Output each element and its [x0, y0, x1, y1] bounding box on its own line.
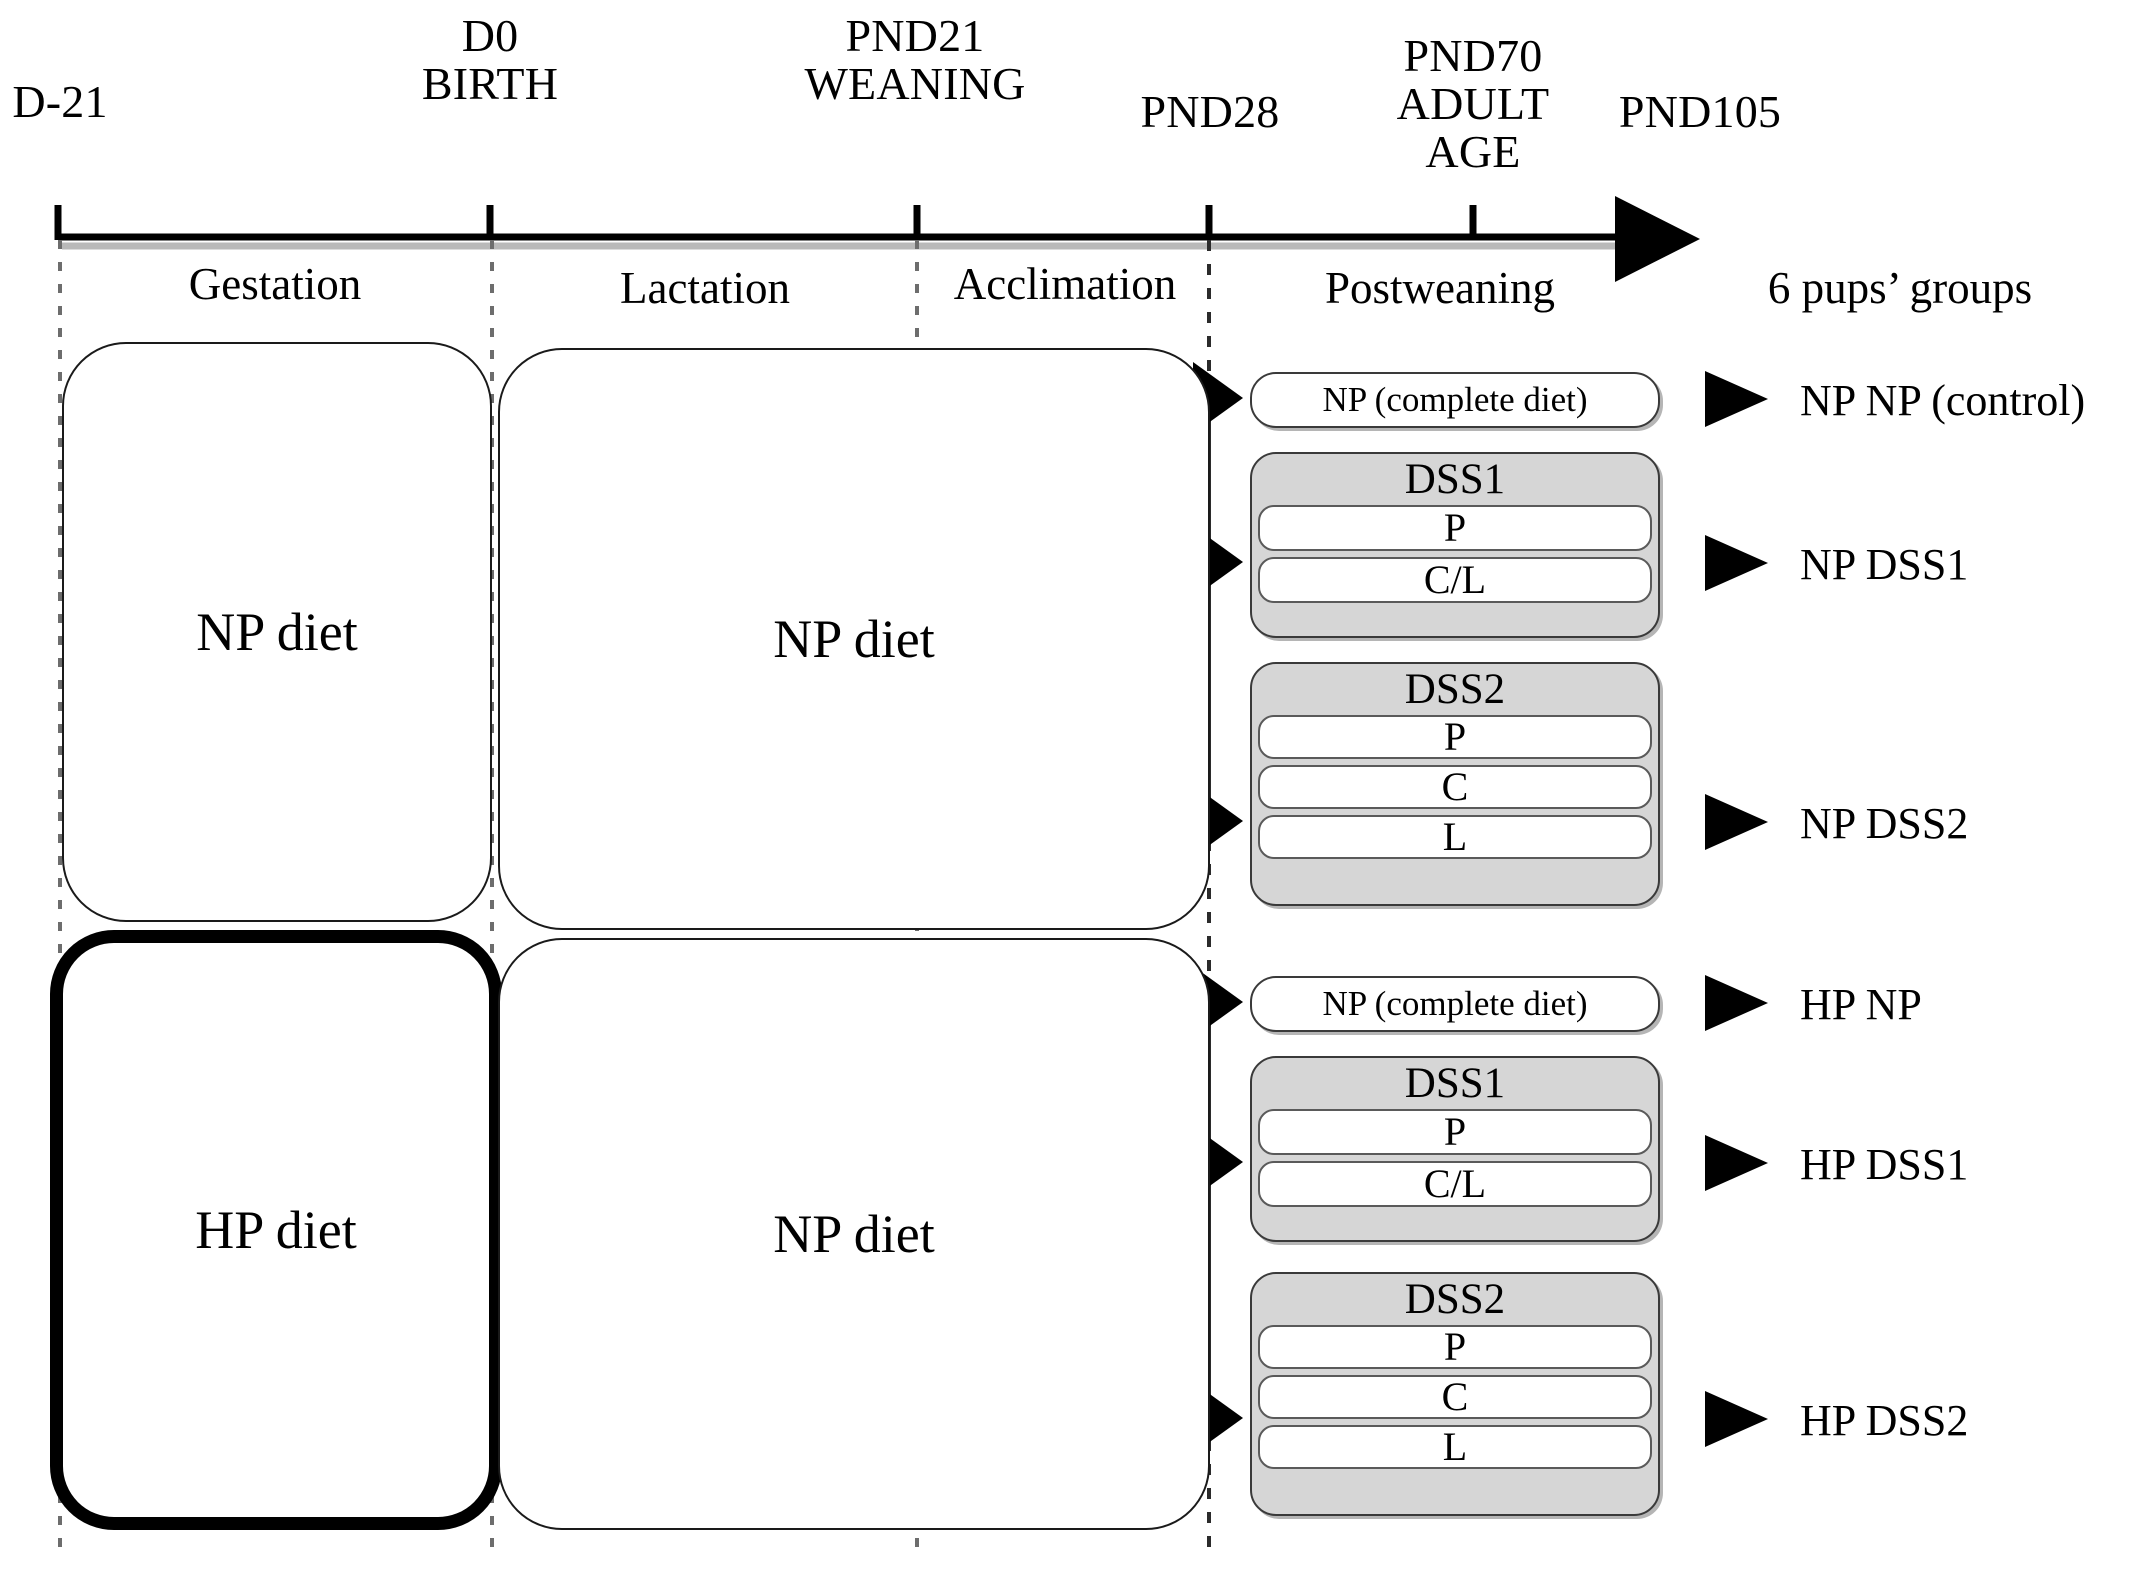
outcome-arrow-hp-dss2 — [1705, 1391, 1768, 1447]
group-box-np-dss1[interactable]: DSS1 P C/L — [1250, 452, 1660, 638]
outcome-arrows — [1705, 371, 1768, 1447]
outcome-arrow-np-dss1 — [1705, 535, 1768, 591]
phase-label-pups-groups: 6 pups’ groups — [1767, 263, 2033, 313]
group-box-hp-dss2[interactable]: DSS2 P C L — [1250, 1272, 1660, 1516]
timeline-arrowhead — [1615, 196, 1700, 282]
group-box-title: DSS2 — [1404, 1276, 1506, 1323]
outcome-label-hp-dss2: HP DSS2 — [1800, 1396, 1969, 1445]
group-box-title: DSS1 — [1404, 1060, 1506, 1107]
group-subrow-cl: C/L — [1258, 1161, 1652, 1207]
group-box-title: NP (complete diet) — [1322, 984, 1588, 1023]
outcome-label-hp-dss1: HP DSS1 — [1800, 1140, 1969, 1189]
diet-box-np-lactation-2: NP diet — [498, 938, 1210, 1530]
group-subrow-p: P — [1258, 1325, 1652, 1369]
diet-box-label: NP diet — [773, 1204, 935, 1264]
phase-label-lactation: Lactation — [620, 263, 790, 313]
group-subrow-p: P — [1258, 715, 1652, 759]
milestone-label-pnd28: PND28 — [1140, 86, 1280, 137]
diet-box-np-lactation: NP diet — [498, 348, 1210, 930]
diet-box-label: NP diet — [196, 602, 358, 662]
milestone-label-d-21: D-21 — [12, 76, 108, 127]
group-box-np-np[interactable]: NP (complete diet) — [1250, 372, 1660, 428]
group-subrow-c: C — [1258, 765, 1652, 809]
outcome-label-np-dss1: NP DSS1 — [1800, 540, 1969, 589]
group-subrow-c: C — [1258, 1375, 1652, 1419]
group-subrow-p: P — [1258, 1109, 1652, 1155]
group-subrow-l: L — [1258, 815, 1652, 859]
group-box-hp-dss1[interactable]: DSS1 P C/L — [1250, 1056, 1660, 1242]
milestone-label-pnd70: PND70 ADULT AGE — [1396, 30, 1550, 177]
group-subrow-cl: C/L — [1258, 557, 1652, 603]
group-box-hp-np[interactable]: NP (complete diet) — [1250, 976, 1660, 1032]
phase-label-acclimation: Acclimation — [953, 259, 1177, 309]
outcome-arrow-hp-np — [1705, 975, 1768, 1031]
group-box-title: NP (complete diet) — [1322, 380, 1588, 419]
outcome-arrow-np-np — [1705, 371, 1768, 427]
phase-label-gestation: Gestation — [188, 259, 362, 309]
group-box-title: DSS1 — [1404, 456, 1506, 503]
diet-box-label: HP diet — [195, 1200, 357, 1260]
outcome-label-np-np: NP NP (control) — [1800, 376, 2086, 425]
outcome-label-np-dss2: NP DSS2 — [1800, 799, 1969, 848]
group-subrow-p: P — [1258, 505, 1652, 551]
diet-box-label: NP diet — [773, 609, 935, 669]
milestone-label-pnd21: PND21 WEANING — [804, 10, 1026, 109]
milestone-label-pnd105: PND105 — [1618, 86, 1782, 137]
diet-box-hp-gestation: HP diet — [50, 930, 502, 1530]
outcome-arrow-hp-dss1 — [1705, 1135, 1768, 1191]
outcome-label-hp-np: HP NP — [1800, 980, 1922, 1029]
milestone-label-d0: D0 BIRTH — [421, 10, 559, 109]
outcome-arrow-np-dss2 — [1705, 794, 1768, 850]
phase-label-postweaning: Postweaning — [1325, 263, 1555, 313]
diet-box-np-gestation: NP diet — [62, 342, 492, 922]
group-box-np-dss2[interactable]: DSS2 P C L — [1250, 662, 1660, 906]
group-subrow-l: L — [1258, 1425, 1652, 1469]
group-box-title: DSS2 — [1404, 666, 1506, 713]
